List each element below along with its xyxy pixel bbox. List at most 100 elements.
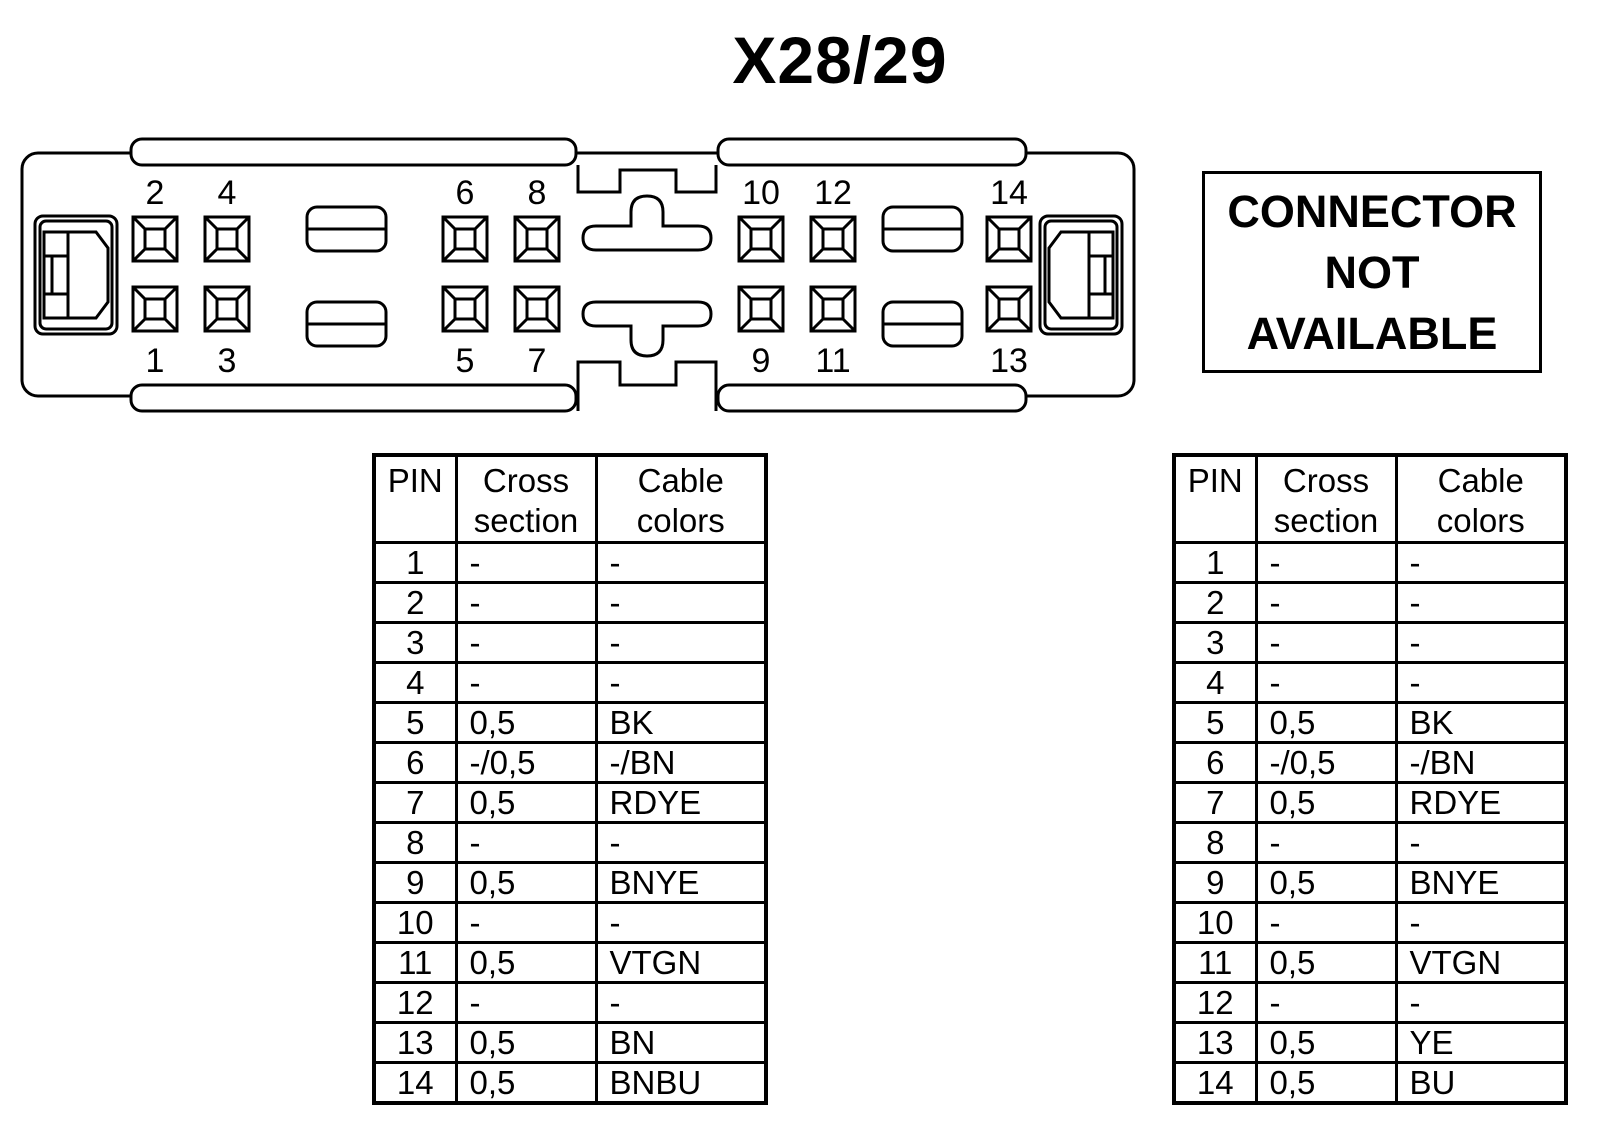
cross-section-cell: 0,5 <box>1254 1061 1398 1105</box>
header-pin: PIN <box>372 453 458 544</box>
pin-cell: 12 <box>1172 981 1258 1024</box>
header-pin: PIN <box>1172 453 1258 544</box>
cross-section-cell: 0,5 <box>454 1021 598 1064</box>
pin-cell: 4 <box>1172 661 1258 704</box>
cross-section-cell: - <box>454 661 598 704</box>
left-latch <box>33 214 119 336</box>
pin-terminal <box>131 215 179 263</box>
cable-color-cell: -/BN <box>1394 741 1568 784</box>
pin-cell: 13 <box>372 1021 458 1064</box>
cable-color-cell: - <box>594 901 768 944</box>
pin-cell: 3 <box>372 621 458 664</box>
pin-cell: 6 <box>1172 741 1258 784</box>
pin-cell: 11 <box>1172 941 1258 984</box>
pin-cell: 5 <box>372 701 458 744</box>
cross-section-cell: -/0,5 <box>1254 741 1398 784</box>
pin-number-label: 12 <box>814 174 852 212</box>
table-row: 10-- <box>372 901 768 944</box>
cross-section-cell: 0,5 <box>1254 701 1398 744</box>
pin-terminal <box>441 285 489 333</box>
header-text: section <box>473 502 579 539</box>
table-row: 1-- <box>372 541 768 584</box>
cable-color-cell: - <box>1394 541 1568 584</box>
pin-number-label: 14 <box>990 174 1028 212</box>
cable-color-cell: YE <box>1394 1021 1568 1064</box>
cable-color-cell: -/BN <box>594 741 768 784</box>
cable-color-cell: - <box>594 661 768 704</box>
pin-number-label: 6 <box>456 174 475 212</box>
cross-section-cell: - <box>1254 901 1398 944</box>
pin-cell: 14 <box>1172 1061 1258 1105</box>
table-row: 2-- <box>1172 581 1568 624</box>
pin-cell: 10 <box>1172 901 1258 944</box>
pin-number-label: 11 <box>815 342 850 380</box>
pin-terminal <box>985 285 1033 333</box>
diagram-title: X28/29 <box>732 23 948 97</box>
pin-cell: 7 <box>372 781 458 824</box>
pin-cell: 14 <box>372 1061 458 1105</box>
pin-cell: 2 <box>1172 581 1258 624</box>
cross-section-cell: - <box>454 581 598 624</box>
cable-color-cell: BK <box>1394 701 1568 744</box>
pin-cell: 5 <box>1172 701 1258 744</box>
cable-color-cell: - <box>1394 821 1568 864</box>
pin-terminal <box>513 285 561 333</box>
pin-cell: 9 <box>1172 861 1258 904</box>
cross-section-cell: - <box>1254 541 1398 584</box>
center-notch-bottom <box>576 360 718 411</box>
pin-cell: 7 <box>1172 781 1258 824</box>
header-text: colors <box>636 502 725 539</box>
table-row: 3-- <box>372 621 768 664</box>
cable-color-cell: - <box>1394 981 1568 1024</box>
pin-cell: 1 <box>372 541 458 584</box>
cable-color-cell: BNBU <box>594 1061 768 1105</box>
cross-section-cell: 0,5 <box>1254 941 1398 984</box>
cross-section-cell: - <box>1254 821 1398 864</box>
pin-cell: 1 <box>1172 541 1258 584</box>
pin-terminal <box>809 285 857 333</box>
pin-cell: 8 <box>372 821 458 864</box>
table-row: 8-- <box>372 821 768 864</box>
pin-cell: 13 <box>1172 1021 1258 1064</box>
cross-section-cell: 0,5 <box>454 941 598 984</box>
pin-number-label: 9 <box>752 342 771 380</box>
cable-color-cell: - <box>594 581 768 624</box>
pin-terminal <box>737 285 785 333</box>
table-row: 8-- <box>1172 821 1568 864</box>
pin-number-label: 4 <box>218 174 237 212</box>
cable-color-cell: - <box>1394 621 1568 664</box>
pin-number-label: 13 <box>990 342 1028 380</box>
cable-color-cell: RDYE <box>594 781 768 824</box>
table-row: 12-- <box>1172 981 1568 1024</box>
cable-color-cell: BNYE <box>1394 861 1568 904</box>
pin-cell: 9 <box>372 861 458 904</box>
pin-cell: 8 <box>1172 821 1258 864</box>
pin-cell: 6 <box>372 741 458 784</box>
header-text: Cable <box>637 462 724 499</box>
cable-color-cell: - <box>594 621 768 664</box>
center-key-top <box>581 194 713 252</box>
table-row: 10-- <box>1172 901 1568 944</box>
cable-color-cell: - <box>1394 581 1568 624</box>
cable-color-cell: VTGN <box>594 941 768 984</box>
cross-section-cell: 0,5 <box>454 781 598 824</box>
table-row: 12-- <box>372 981 768 1024</box>
table-row: 6-/0,5-/BN <box>1172 741 1568 784</box>
cross-section-cell: 0,5 <box>454 1061 598 1105</box>
notice-line: AVAILABLE <box>1246 307 1498 359</box>
cable-color-cell: BK <box>594 701 768 744</box>
table-row: 1-- <box>1172 541 1568 584</box>
table-row: 2-- <box>372 581 768 624</box>
pin-number-label: 8 <box>528 174 547 212</box>
header-text: colors <box>1436 502 1525 539</box>
